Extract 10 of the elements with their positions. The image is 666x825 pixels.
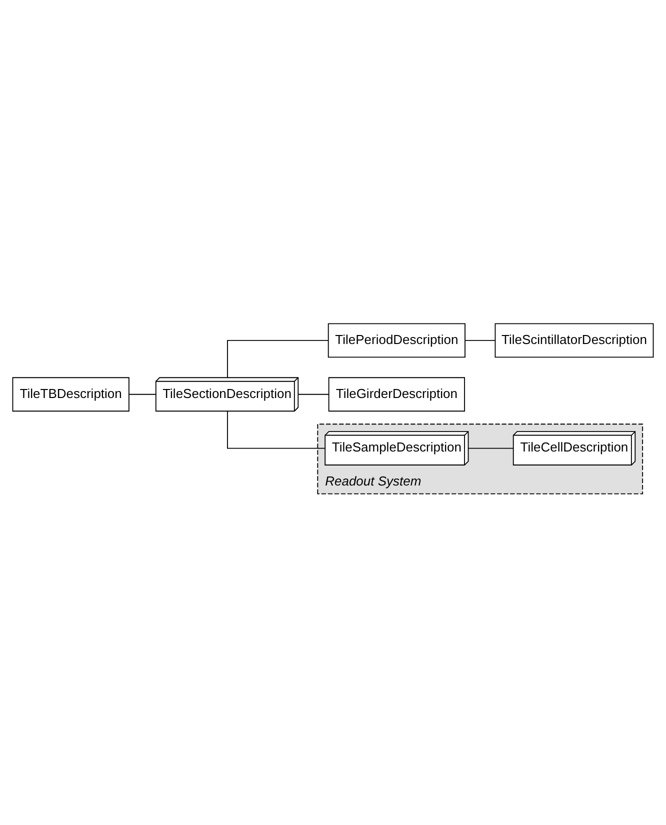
connector <box>227 410 326 449</box>
node-box: TilePeriodDescription <box>328 323 466 358</box>
connector <box>227 340 329 378</box>
connector <box>128 394 156 395</box>
node-box: TileTBDescription <box>12 377 130 412</box>
node-box: TileScintillatorDescription <box>494 323 654 358</box>
connector <box>298 394 330 395</box>
node-box: TileGirderDescription <box>328 377 465 412</box>
connector <box>468 448 514 449</box>
connector <box>464 340 496 341</box>
